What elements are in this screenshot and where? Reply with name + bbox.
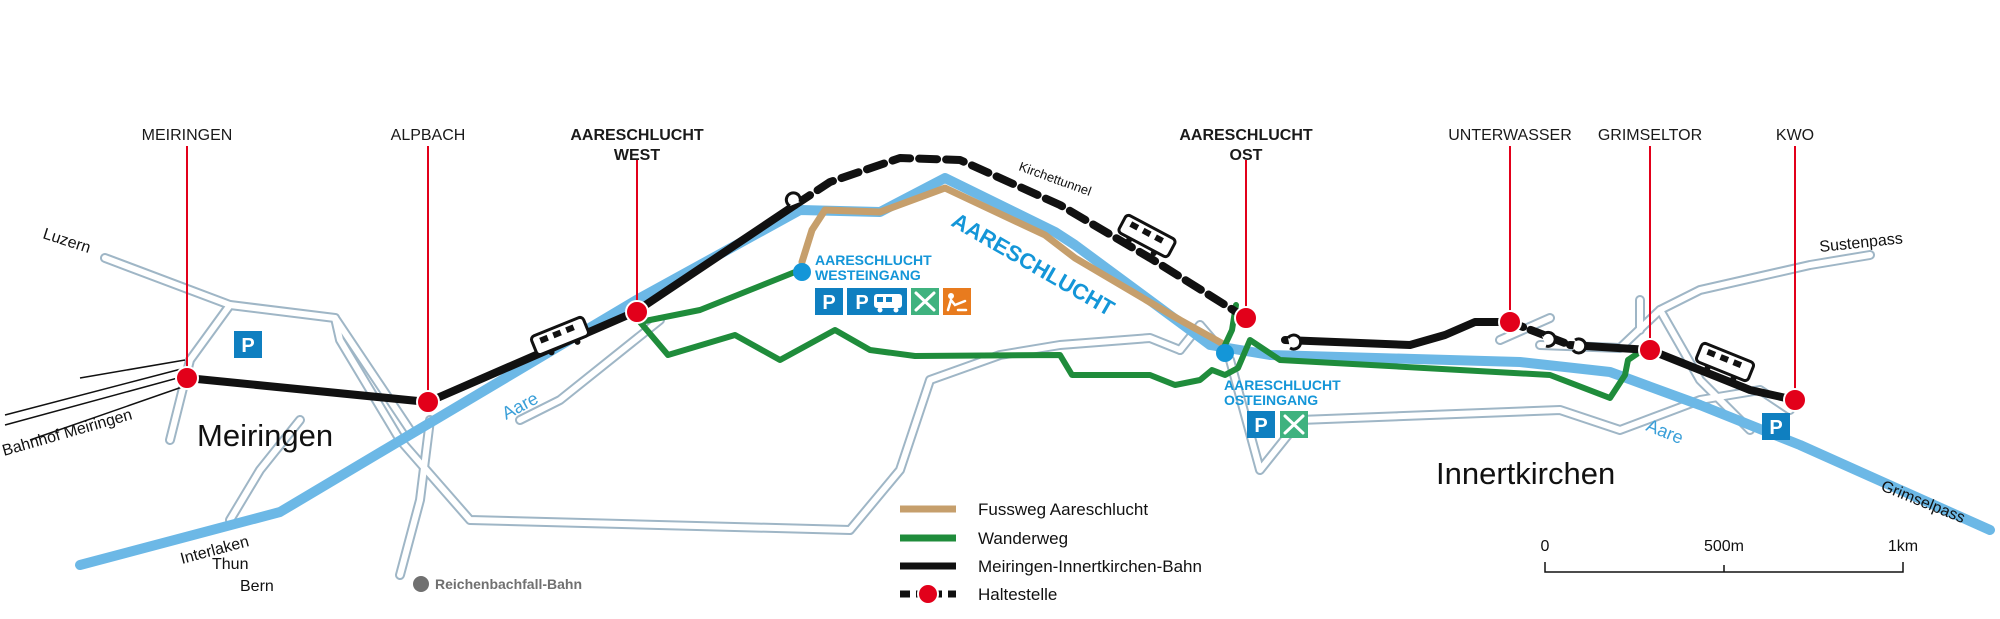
- svg-text:500m: 500m: [1704, 538, 1744, 555]
- station-label-kwo: KWO: [1776, 127, 1814, 144]
- station-label-unterwasser: UNTERWASSER: [1448, 127, 1572, 144]
- road-network: [100, 250, 1875, 580]
- stop-unterwasser: [1498, 310, 1522, 334]
- station-leaders: [186, 146, 1796, 402]
- stop-aareschlucht-ost: [1234, 306, 1258, 330]
- west-entrance-icons: P P: [815, 288, 971, 315]
- parking-icon: P: [1762, 413, 1790, 440]
- station-labels: MEIRINGEN ALPBACH AARESCHLUCHT WEST AARE…: [142, 127, 1814, 164]
- train-icon: [1117, 213, 1177, 259]
- entrance-west-sublabel: WESTEINGANG: [815, 267, 921, 283]
- parking-bus-icon: P: [847, 288, 907, 315]
- station-label-alpbach: ALPBACH: [391, 127, 466, 144]
- station-label-west: AARESCHLUCHT: [570, 127, 704, 144]
- place-label-grimselpass: Grimselpass: [1879, 478, 1968, 527]
- scale-bar: 0 500m 1km: [1541, 538, 1918, 573]
- station-label-ost: AARESCHLUCHT: [1179, 127, 1313, 144]
- tunnel-portal-icon: [1540, 330, 1557, 348]
- entrance-ost-dot: [1216, 344, 1234, 362]
- place-label-luzern: Luzern: [41, 226, 93, 257]
- svg-text:P: P: [241, 335, 254, 357]
- legend-stop-dot: [917, 583, 939, 605]
- footpath-aareschlucht: [798, 184, 1229, 349]
- legend-label-footpath: Fussweg Aareschlucht: [978, 500, 1148, 519]
- parking-icon: P: [234, 331, 262, 358]
- station-tracks: [4, 359, 186, 441]
- stop-alpbach: [416, 390, 440, 414]
- restaurant-icon: [1280, 411, 1308, 438]
- station-label-ost-sub: OST: [1230, 147, 1263, 164]
- station-label-west-sub: WEST: [614, 147, 660, 164]
- entrance-west-dot: [793, 263, 811, 281]
- stop-meiringen: [175, 366, 199, 390]
- tunnel-portal-icon: [784, 191, 802, 208]
- reichenbach-dot: [413, 576, 429, 592]
- legend-label-rail: Meiringen-Innertkirchen-Bahn: [978, 557, 1202, 576]
- place-label-bahnhof: Bahnhof Meiringen: [0, 406, 134, 459]
- entrance-west-label: AARESCHLUCHT: [815, 252, 932, 268]
- place-label-thun: Thun: [212, 556, 248, 573]
- station-stops: [175, 300, 1807, 414]
- tunnel-portals: [784, 191, 1588, 355]
- place-label-bern: Bern: [240, 578, 274, 595]
- town-label-innertkirchen: Innertkirchen: [1436, 456, 1615, 491]
- train-icon: [529, 315, 591, 357]
- svg-text:P: P: [822, 292, 835, 314]
- river-label-aare-east: Aare: [1644, 415, 1687, 448]
- station-label-grimseltor: GRIMSELTOR: [1598, 127, 1702, 144]
- svg-text:0: 0: [1541, 538, 1550, 555]
- tunnel-portal-icon: [1286, 333, 1303, 351]
- restaurant-icon: [911, 288, 939, 315]
- legend-label-stop: Haltestelle: [978, 585, 1057, 604]
- parking-icon: P: [815, 288, 843, 315]
- svg-text:1km: 1km: [1888, 538, 1918, 555]
- train-icon: [1694, 341, 1756, 383]
- town-label-meiringen: Meiringen: [197, 418, 333, 453]
- parking-icon: P: [1247, 411, 1275, 438]
- stop-kwo: [1783, 388, 1807, 412]
- svg-text:P: P: [1769, 417, 1782, 439]
- tunnel-portal-icon: [1571, 337, 1588, 355]
- ost-entrance-icons: P: [1247, 411, 1308, 438]
- stop-grimseltor: [1638, 338, 1662, 362]
- place-label-reichenbach: Reichenbachfall-Bahn: [435, 576, 582, 592]
- entrance-ost-sublabel: OSTEINGANG: [1224, 392, 1318, 408]
- svg-text:P: P: [1254, 415, 1267, 437]
- legend-label-hiking: Wanderweg: [978, 529, 1068, 548]
- svg-text:P: P: [855, 292, 868, 314]
- playground-icon: [943, 288, 971, 315]
- legend: Fussweg Aareschlucht Wanderweg Meiringen…: [900, 500, 1202, 605]
- entrance-ost-label: AARESCHLUCHT: [1224, 377, 1341, 393]
- stop-aareschlucht-west: [625, 300, 649, 324]
- station-label-meiringen: MEIRINGEN: [142, 127, 233, 144]
